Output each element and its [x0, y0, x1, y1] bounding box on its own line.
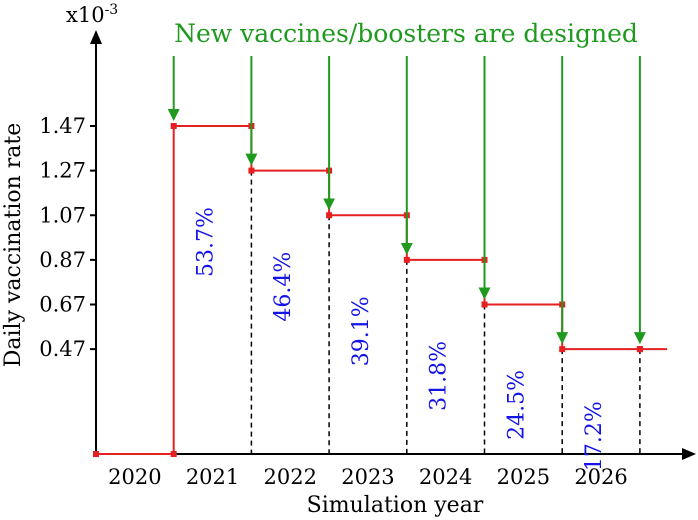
y-multiplier-label: x10-3 [66, 2, 118, 27]
percent-label: 46.4% [271, 252, 296, 322]
y-axis-title: Daily vaccination rate [1, 123, 26, 368]
x-tick-label: 2026 [574, 465, 627, 489]
y-tick-label: 1.47 [39, 114, 86, 138]
step-point [170, 123, 177, 129]
axes [90, 30, 696, 460]
annotation-banner: New vaccines/boosters are designed [174, 19, 638, 48]
y-tick-label: 1.27 [39, 159, 86, 183]
x-tick-label: 2021 [186, 465, 239, 489]
x-axis-title: Simulation year [307, 493, 484, 518]
x-tick-label: 2023 [341, 465, 394, 489]
step-point [326, 212, 333, 219]
x-tick-label: 2025 [497, 465, 550, 489]
y-tick-label: 0.87 [39, 248, 86, 272]
step-point [248, 167, 255, 174]
percent-label: 39.1% [349, 296, 374, 366]
percent-label: 17.2% [582, 401, 607, 471]
dashed-guides [250, 170, 641, 454]
y-tick-label: 0.47 [39, 337, 86, 361]
x-tick-label: 2020 [108, 465, 161, 489]
design-arrows [167, 56, 646, 345]
segment-labels: 53.7% 46.4% 39.1% 31.8% 24.5% 17.2% [194, 207, 607, 471]
x-ticks: 2020 2021 2022 2023 2024 2025 2026 [108, 465, 628, 489]
step-point [481, 301, 488, 308]
step-point [636, 346, 643, 353]
y-tick-label: 1.07 [39, 203, 86, 227]
percent-label: 31.8% [427, 341, 452, 411]
step-point [170, 451, 177, 457]
step-point [559, 346, 566, 353]
percent-label: 53.7% [194, 207, 219, 277]
step-point [403, 256, 410, 263]
x-tick-label: 2022 [264, 465, 317, 489]
step-markers [93, 123, 643, 457]
y-ticks: 0.47 0.67 0.87 1.07 1.27 1.47 [39, 114, 96, 361]
step-point [93, 451, 99, 457]
percent-label: 24.5% [504, 370, 529, 440]
y-tick-label: 0.67 [39, 293, 86, 317]
x-tick-label: 2024 [419, 465, 472, 489]
